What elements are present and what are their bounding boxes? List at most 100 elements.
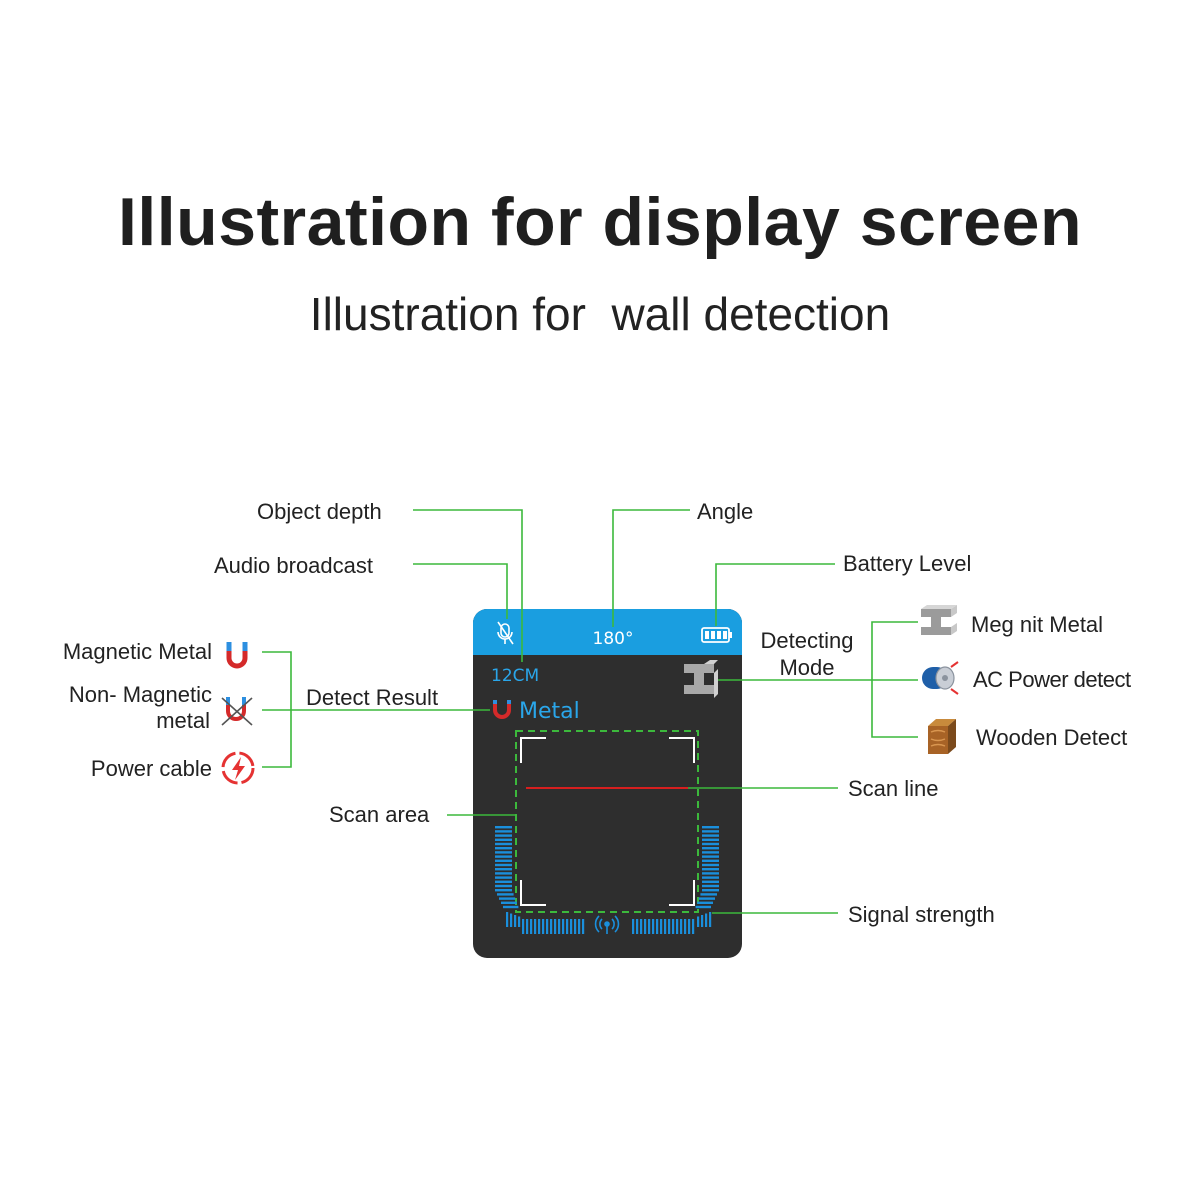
signal-bar-right bbox=[700, 893, 717, 896]
page-title: Illustration for display screen bbox=[118, 184, 1082, 260]
callout-line-object-depth bbox=[413, 509, 523, 662]
label-mode-wooden: Wooden Detect bbox=[976, 725, 1128, 750]
label-mode-ac-power: AC Power detect bbox=[973, 667, 1131, 692]
label-detecting-mode: Detecting Mode bbox=[760, 628, 854, 680]
signal-bar-left bbox=[497, 893, 514, 896]
signal-bar-left bbox=[495, 876, 512, 879]
i-beam-icon bbox=[921, 605, 957, 635]
signal-bar-right bbox=[697, 901, 713, 904]
label-audio-broadcast: Audio broadcast bbox=[214, 553, 373, 578]
antenna-icon bbox=[594, 915, 620, 934]
label-scan-line: Scan line bbox=[848, 776, 939, 801]
signal-bar-left bbox=[495, 863, 512, 867]
i-beam-icon bbox=[684, 660, 718, 698]
signal-bar-corner-right bbox=[709, 912, 712, 927]
signal-bar-left bbox=[495, 830, 512, 833]
signal-bar-right bbox=[702, 855, 719, 858]
signal-bar-bottom-right bbox=[684, 919, 687, 934]
signal-bar-bottom-left bbox=[546, 919, 549, 934]
signal-bar-bottom-left bbox=[566, 919, 569, 934]
label-result-magnetic-metal: Magnetic Metal bbox=[62, 639, 212, 664]
signal-bar-right bbox=[702, 842, 719, 846]
label-angle: Angle bbox=[697, 499, 754, 524]
signal-bar-bottom-right bbox=[676, 919, 679, 934]
signal-bar-bottom-right bbox=[668, 919, 671, 934]
signal-bar-bottom-right bbox=[692, 919, 695, 934]
lightning-icon bbox=[221, 751, 255, 785]
cable-icon bbox=[922, 661, 959, 695]
signal-bar-left bbox=[495, 880, 512, 883]
signal-bar-right bbox=[702, 872, 719, 875]
signal-bar-bottom-left bbox=[562, 919, 565, 934]
screen-body bbox=[473, 609, 742, 958]
signal-bar-right bbox=[702, 830, 719, 833]
callout-line-audio-broadcast bbox=[413, 563, 508, 619]
signal-bar-corner-left bbox=[506, 912, 509, 927]
signal-bar-corner-left bbox=[510, 913, 513, 927]
signal-bar-corner-left bbox=[518, 916, 521, 927]
screen-angle-readout: 180° bbox=[593, 629, 634, 649]
wood-icon bbox=[928, 719, 956, 754]
signal-bar-corner-right bbox=[701, 915, 704, 927]
signal-bar-bottom-right bbox=[656, 919, 659, 934]
signal-bar-bottom-left bbox=[542, 919, 545, 934]
label-result-non-magnetic-line1: Non- Magnetic bbox=[68, 682, 212, 707]
signal-bar-bottom-right bbox=[632, 919, 635, 934]
signal-bar-bottom-left bbox=[522, 919, 525, 934]
signal-bar-right bbox=[695, 905, 711, 909]
signal-bar-corner-right bbox=[705, 913, 708, 927]
crossed-magnet-icon bbox=[221, 697, 253, 726]
magnet-icon bbox=[493, 700, 511, 719]
label-signal-strength: Signal strength bbox=[848, 902, 995, 927]
screen-depth-readout: 12CM bbox=[491, 666, 539, 686]
signal-bar-left bbox=[495, 826, 512, 829]
signal-bar-bottom-left bbox=[526, 919, 529, 934]
signal-bar-right bbox=[702, 876, 719, 879]
signal-bar-bottom-left bbox=[570, 919, 573, 934]
signal-bar-right bbox=[702, 884, 719, 888]
scan-area-frame bbox=[515, 730, 699, 913]
label-mode-magnetic-metal: Meg nit Metal bbox=[971, 612, 1104, 637]
signal-bar-left bbox=[495, 838, 512, 841]
signal-bar-right bbox=[702, 859, 719, 862]
callout-line-battery bbox=[715, 563, 835, 626]
screen-result-text: Metal bbox=[519, 699, 580, 724]
label-result-non-magnetic-line2: metal bbox=[156, 708, 210, 733]
signal-bar-right bbox=[702, 838, 719, 841]
status-bar bbox=[473, 609, 742, 655]
device-screen: 180° 12CM Metal bbox=[473, 609, 742, 958]
signal-bar-right bbox=[702, 826, 719, 829]
signal-bar-bottom-left bbox=[538, 919, 541, 934]
callout-line-angle bbox=[612, 509, 690, 627]
signal-bar-bottom-left bbox=[582, 919, 585, 934]
signal-bar-right bbox=[702, 863, 719, 867]
page-subtitle: Illustration for wall detection bbox=[309, 288, 891, 340]
signal-bar-left bbox=[495, 847, 512, 850]
signal-bar-bottom-left bbox=[574, 919, 577, 934]
signal-bar-bottom-right bbox=[660, 919, 663, 934]
signal-bar-corner-right bbox=[697, 916, 700, 927]
callout-lines bbox=[262, 509, 918, 914]
signal-bar-bottom-right bbox=[688, 919, 691, 934]
signal-bar-right bbox=[702, 834, 719, 837]
signal-bar-left bbox=[503, 905, 519, 909]
label-detect-result: Detect Result bbox=[306, 685, 439, 710]
signal-bar-bottom-right bbox=[672, 919, 675, 934]
scan-area-corners bbox=[520, 737, 695, 906]
signal-bar-left bbox=[495, 851, 512, 854]
label-scan-area: Scan area bbox=[329, 802, 430, 827]
signal-bar-right bbox=[698, 897, 715, 900]
signal-bar-left bbox=[501, 901, 517, 904]
battery-icon bbox=[701, 627, 732, 643]
signal-bar-right bbox=[702, 889, 719, 892]
signal-strength-meter bbox=[495, 826, 719, 934]
signal-bar-left bbox=[499, 897, 516, 900]
signal-bar-bottom-left bbox=[578, 919, 581, 934]
label-result-power-cable: Power cable bbox=[90, 756, 212, 781]
signal-bar-bottom-right bbox=[664, 919, 667, 934]
signal-bar-left bbox=[495, 889, 512, 892]
signal-bar-right bbox=[702, 851, 719, 854]
signal-bar-left bbox=[495, 884, 512, 888]
label-object-depth: Object depth bbox=[257, 499, 382, 524]
